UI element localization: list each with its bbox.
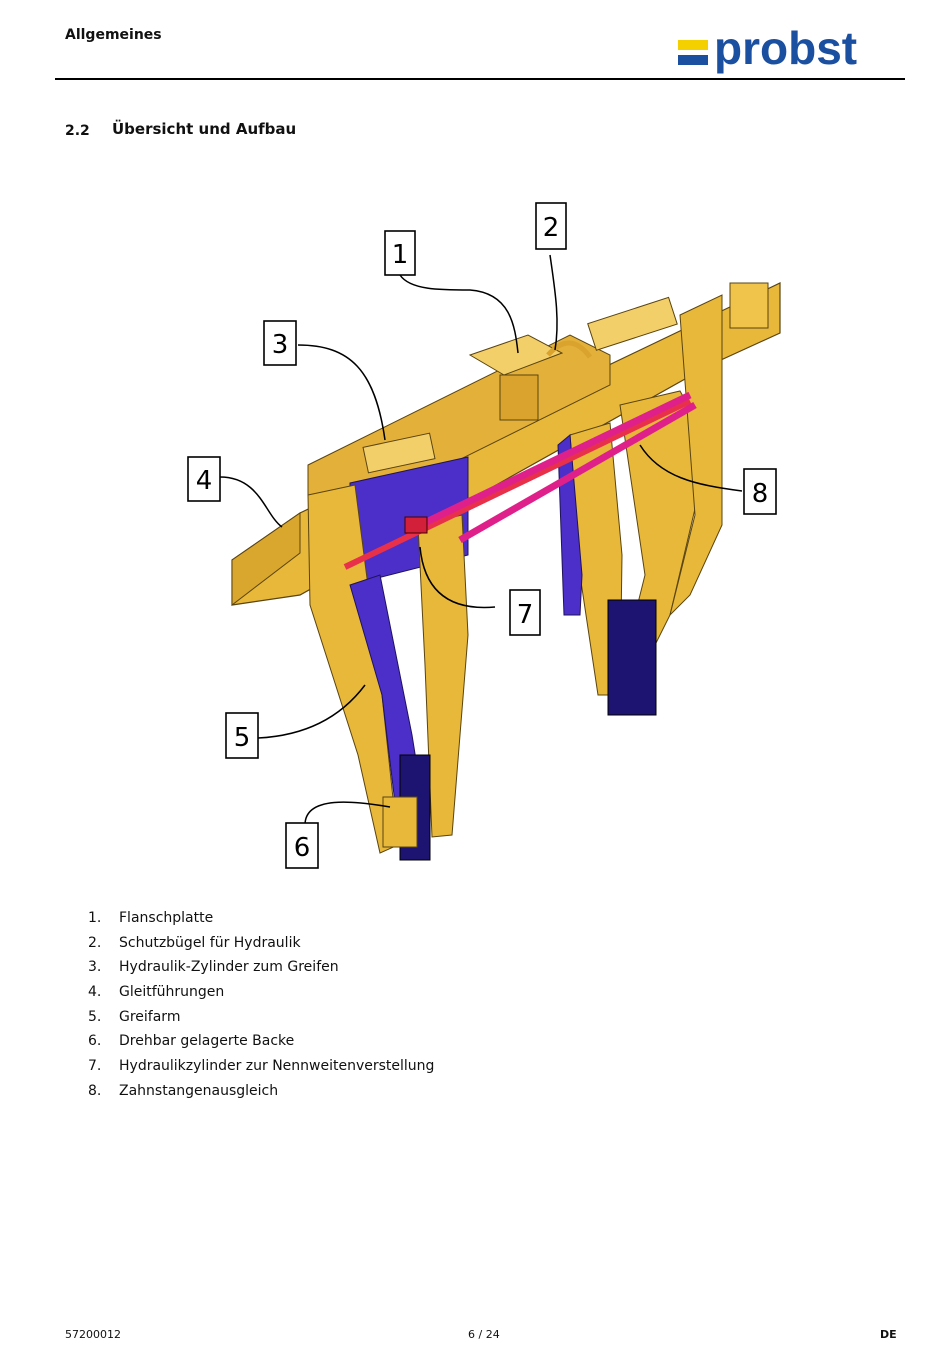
callout-4: 4 — [188, 457, 220, 501]
section-title: Übersicht und Aufbau — [112, 120, 296, 138]
legend-item: 7.Hydraulikzylinder zur Nennweitenverste… — [88, 1056, 434, 1081]
legend-item-label: Hydraulik-Zylinder zum Greifen — [119, 959, 339, 975]
callout-2: 2 — [536, 203, 566, 249]
legend-item-number: 2. — [88, 933, 119, 953]
gripper-illustration: 1 2 3 4 5 6 7 8 — [150, 195, 800, 885]
legend-item-number: 6. — [88, 1031, 119, 1051]
legend-item-number: 3. — [88, 957, 119, 977]
page-header-title: Allgemeines — [65, 27, 162, 43]
component-legend: 1.Flanschplatte 2.Schutzbügel für Hydrau… — [88, 908, 434, 1106]
svg-text:2: 2 — [543, 213, 560, 243]
section-number: 2.2 — [65, 123, 90, 139]
svg-text:3: 3 — [272, 330, 289, 360]
footer-doc-number: 57200012 — [65, 1328, 121, 1341]
svg-text:4: 4 — [196, 466, 213, 496]
legend-item: 6.Drehbar gelagerte Backe — [88, 1031, 434, 1056]
legend-item: 2.Schutzbügel für Hydraulik — [88, 933, 434, 958]
legend-item: 4.Gleitführungen — [88, 982, 434, 1007]
footer-language: DE — [880, 1328, 897, 1341]
probst-logo: probst — [676, 28, 898, 76]
legend-item-label: Drehbar gelagerte Backe — [119, 1033, 294, 1049]
callout-7: 7 — [510, 590, 540, 635]
legend-item: 1.Flanschplatte — [88, 908, 434, 933]
legend-item-label: Schutzbügel für Hydraulik — [119, 935, 301, 951]
callout-5: 5 — [226, 713, 258, 758]
legend-item: 8.Zahnstangenausgleich — [88, 1081, 434, 1106]
legend-item-label: Greifarm — [119, 1009, 180, 1025]
callout-1: 1 — [385, 231, 415, 275]
svg-text:5: 5 — [234, 723, 251, 753]
legend-item-number: 1. — [88, 908, 119, 928]
callout-3: 3 — [264, 321, 296, 365]
legend-item-label: Flanschplatte — [119, 910, 213, 926]
leader-line-2 — [550, 255, 557, 350]
footer-page-number: 6 / 24 — [468, 1328, 500, 1341]
legend-item-number: 7. — [88, 1056, 119, 1076]
callout-6: 6 — [286, 823, 318, 868]
logo-wordmark: probst — [714, 28, 857, 74]
legend-item-label: Gleitführungen — [119, 984, 224, 1000]
svg-text:6: 6 — [294, 833, 311, 863]
legend-item: 3.Hydraulik-Zylinder zum Greifen — [88, 957, 434, 982]
leader-line-1 — [400, 275, 518, 353]
legend-item-number: 5. — [88, 1007, 119, 1027]
svg-text:7: 7 — [517, 600, 534, 630]
svg-text:1: 1 — [392, 240, 409, 270]
svg-text:8: 8 — [752, 479, 769, 509]
legend-item-number: 4. — [88, 982, 119, 1002]
header-divider — [55, 78, 905, 80]
legend-item: 5.Greifarm — [88, 1007, 434, 1032]
leader-line-4 — [220, 477, 282, 527]
legend-item-label: Hydraulikzylinder zur Nennweitenverstell… — [119, 1058, 434, 1074]
legend-item-label: Zahnstangenausgleich — [119, 1083, 278, 1099]
leader-line-3 — [298, 345, 385, 440]
callout-8: 8 — [744, 469, 776, 514]
legend-item-number: 8. — [88, 1081, 119, 1101]
